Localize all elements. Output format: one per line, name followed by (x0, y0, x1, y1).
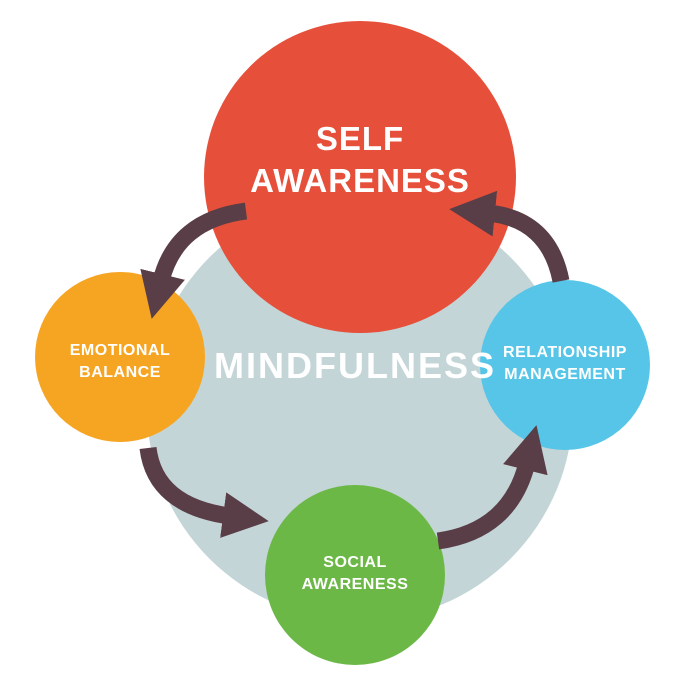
center-label: MINDFULNESS (214, 345, 496, 386)
node-circle-self-awareness (204, 21, 516, 333)
arrow-social-awareness-to-relationship-management-icon (436, 425, 548, 550)
label-emotional-balance-line1: EMOTIONAL (70, 342, 171, 359)
label-relationship-management-line1: RELATIONSHIP (503, 344, 627, 361)
label-self-awareness-line2: AWARENESS (250, 162, 470, 199)
label-self-awareness-line1: SELF (316, 120, 404, 157)
label-relationship-management-line2: MANAGEMENT (504, 366, 625, 383)
arrow-emotional-balance-to-social-awareness-icon (139, 446, 269, 538)
node-circle-relationship-management (480, 280, 650, 450)
arrow-self-awareness-to-emotional-balance-icon (140, 202, 248, 319)
label-emotional-balance-line2: BALANCE (79, 364, 161, 381)
arrow-relationship-management-to-self-awareness-icon (449, 190, 570, 283)
label-social-awareness-line2: AWARENESS (302, 576, 409, 593)
label-social-awareness-line1: SOCIAL (323, 554, 386, 571)
node-circle-social-awareness (265, 485, 445, 665)
